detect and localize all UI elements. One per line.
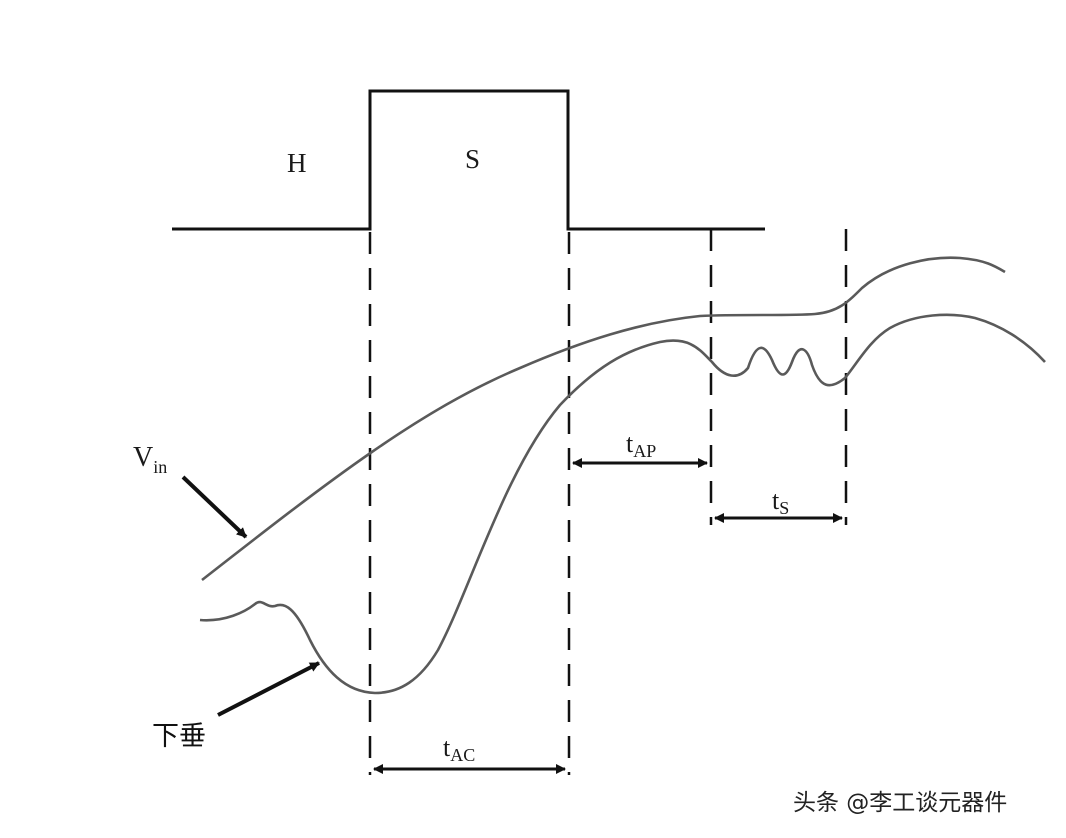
vin-callout-arrow	[181, 475, 248, 539]
vin-label-subscript: in	[153, 457, 167, 477]
control-pulse-waveform	[172, 89, 765, 231]
tac-label: tAC	[443, 733, 475, 765]
ts-label-subscript: S	[779, 498, 789, 518]
tac-label-main: t	[443, 733, 451, 762]
tap-label-subscript: AP	[633, 441, 656, 461]
vin-label-main: V	[133, 442, 153, 473]
vin-label: Vin	[133, 442, 167, 477]
ts-label: tS	[772, 486, 789, 518]
tap-label: tAP	[626, 429, 656, 461]
vin-curve	[201, 256, 1006, 582]
tap-label-main: t	[626, 429, 634, 458]
sample-label: S	[465, 144, 480, 174]
watermark-text: 头条 @李工谈元器件	[793, 790, 1007, 816]
tac-label-subscript: AC	[450, 745, 475, 765]
hold-label: H	[287, 148, 307, 178]
ts-label-main: t	[772, 486, 780, 515]
output-curve	[199, 313, 1046, 695]
droop-label: 下垂	[152, 721, 206, 752]
droop-callout-arrow	[217, 661, 320, 717]
